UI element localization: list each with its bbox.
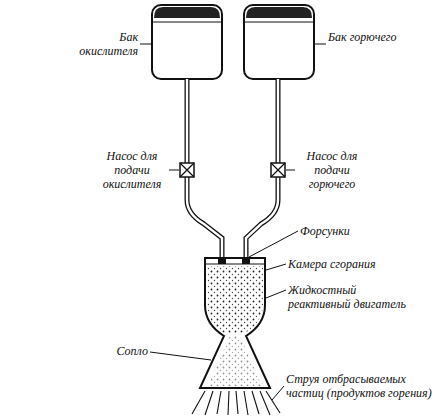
part-label: Камера сгорания (288, 257, 428, 271)
leader-lines (140, 44, 326, 400)
part-label: Струя отбрасываемых частиц (продуктов го… (286, 372, 438, 400)
fuel-tank (244, 5, 314, 79)
combustion-chamber-and-nozzle (200, 258, 270, 388)
pump-label: Насос для подачи горючего (296, 149, 368, 191)
pipes (187, 79, 278, 260)
oxidizer-tank (152, 5, 222, 79)
exhaust-jet (192, 391, 280, 415)
part-label: Жидкостный реактивный двигатель (288, 283, 420, 311)
tank-label: Бак окислителя (72, 30, 138, 58)
part-label: Сопло (100, 344, 148, 358)
fuel-pump (271, 163, 285, 177)
pump-label: Насос для подачи окислителя (96, 149, 168, 191)
tank-label: Бак горючего (328, 30, 408, 44)
oxidizer-pump (180, 163, 194, 177)
part-label: Форсунки (300, 224, 390, 238)
